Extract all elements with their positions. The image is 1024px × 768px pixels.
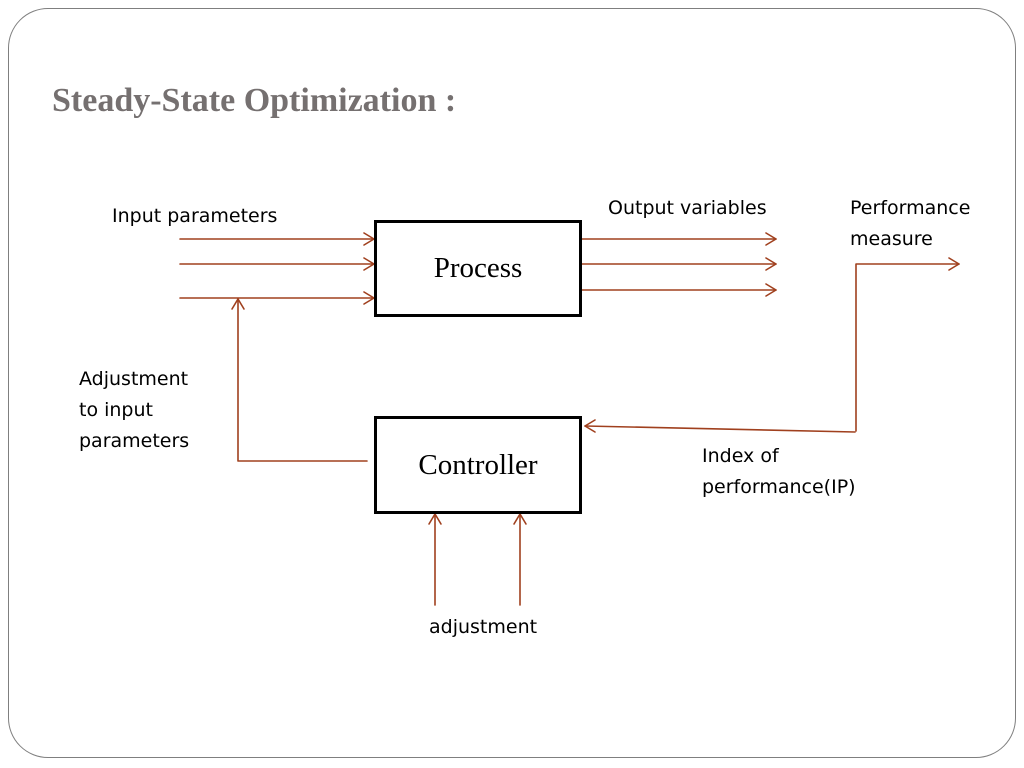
performance-measure-arrow [855, 257, 960, 432]
controller-adjustment-arrow-1 [428, 513, 442, 606]
controller-adjustment-arrow-2 [513, 513, 527, 606]
performance-measure-line-1: Performance [850, 197, 971, 219]
process-block: Process [374, 220, 582, 317]
output-arrow-1 [581, 232, 777, 246]
input-arrow-1 [179, 232, 375, 246]
output-arrow-2 [581, 257, 777, 271]
controller-block: Controller [374, 416, 582, 514]
adjustment-to-input-label: Adjustment to input parameters [79, 364, 189, 457]
performance-measure-label: Performance measure [850, 193, 970, 255]
index-of-performance-label: Index of performance(IP) [702, 441, 856, 503]
index-of-performance-line-1: Index of [702, 445, 779, 467]
adjustment-to-input-line-2: to input [79, 399, 153, 421]
input-arrow-2 [179, 257, 375, 271]
controller-label: Controller [418, 448, 538, 481]
slide-title: Steady-State Optimization : [52, 82, 457, 119]
adjustment-to-input-line-3: parameters [79, 430, 190, 452]
adjustment-label: adjustment [429, 616, 538, 638]
performance-measure-line-2: measure [850, 228, 933, 250]
process-label: Process [433, 252, 523, 284]
input-arrow-3 [179, 291, 375, 305]
input-parameters-label: Input parameters [112, 205, 278, 227]
slide-frame [8, 8, 1016, 758]
output-arrow-3 [581, 283, 777, 297]
index-of-performance-arrow [584, 419, 856, 433]
index-of-performance-line-2: performance(IP) [702, 476, 856, 498]
adjustment-feedback-arrow [231, 298, 368, 462]
adjustment-to-input-line-1: Adjustment [79, 368, 189, 390]
output-variables-label: Output variables [608, 197, 767, 219]
